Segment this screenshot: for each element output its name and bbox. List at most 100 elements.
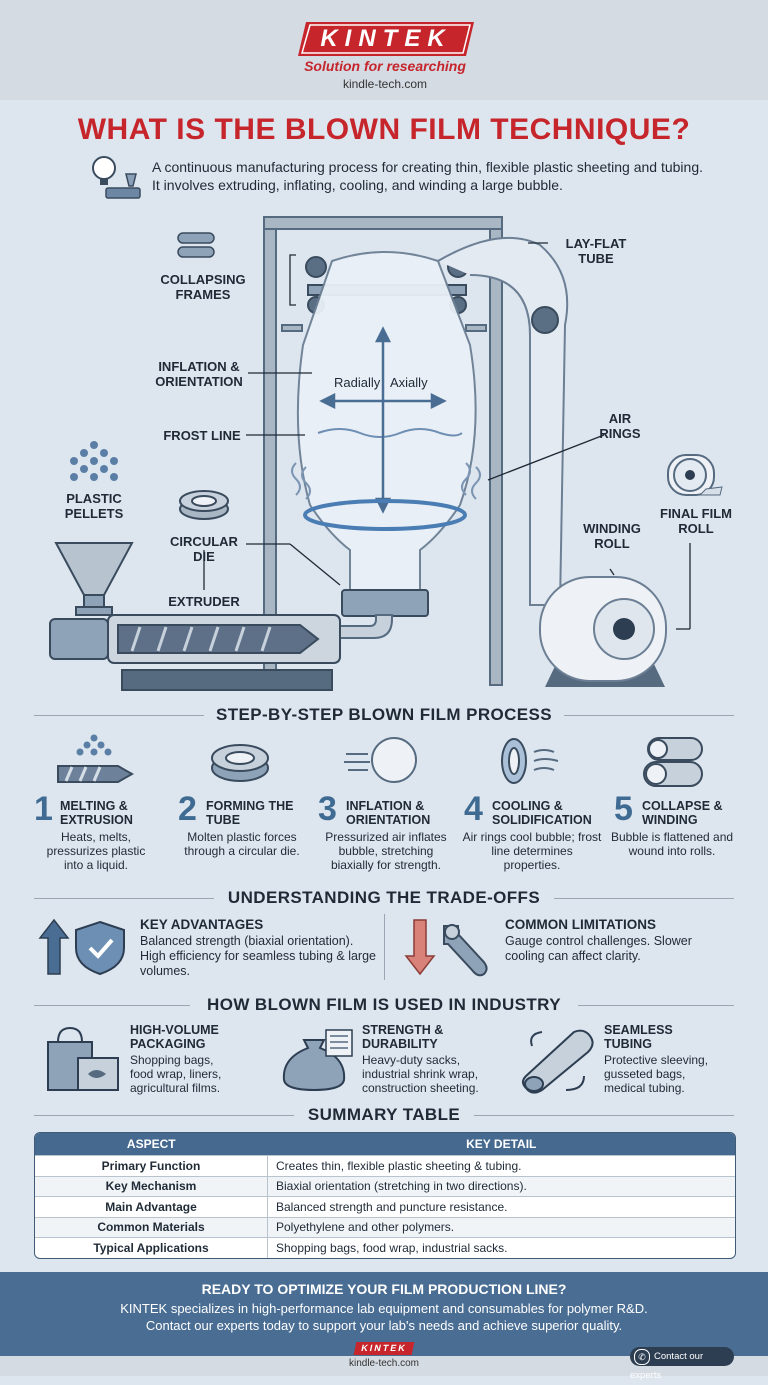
label-plastic-pellets: PLASTIC PELLETS (64, 491, 124, 521)
contact-experts-button[interactable]: ✆Contact our experts (630, 1347, 734, 1381)
table-cell-detail: Shopping bags, food wrap, industrial sac… (267, 1237, 735, 1258)
footer (0, 1356, 768, 1376)
label-axially: Axially (390, 375, 428, 390)
footer-url[interactable]: kindle-tech.com (348, 1358, 420, 1369)
tower-frame (263, 216, 503, 686)
step-1-desc: Heats, melts, pressurizes plastic into a… (46, 830, 146, 872)
logo-badge-shape (298, 22, 474, 56)
table-cell-aspect: Common Materials (35, 1216, 268, 1238)
rolls-icon (643, 737, 703, 787)
die-ring-icon (211, 744, 269, 782)
table-row: Typical Applications Shopping bags, food… (35, 1237, 735, 1258)
cta-banner: READY TO OPTIMIZE YOUR FILM PRODUCTION L… (0, 1272, 768, 1356)
table-cell-aspect: Primary Function (35, 1155, 268, 1176)
footer-logo-text: KINTEK (360, 1343, 408, 1353)
air-ring (303, 499, 467, 531)
table-row: Main Advantage Balanced strength and pun… (35, 1196, 735, 1217)
site-url[interactable]: kindle-tech.com (342, 77, 428, 91)
footer-logo[interactable]: KINTEK (353, 1342, 415, 1355)
label-radially: Radially (334, 375, 381, 390)
divider (554, 898, 734, 899)
use-2-title: STRENGTH & DURABILITY (362, 1023, 444, 1051)
tradeoffs-heading: UNDERSTANDING THE TRADE-OFFS (227, 888, 541, 907)
label-lay-flat-tube: LAY-FLAT TUBE (565, 236, 627, 266)
arrow-down-wrench-icon (404, 919, 488, 977)
table-cell-detail: Balanced strength and puncture resistanc… (267, 1196, 735, 1217)
cta-line-1: KINTEK specializes in high-performance l… (120, 1301, 648, 1316)
use-2-text: Heavy-duty sacks, industrial shrink wrap… (362, 1053, 479, 1095)
step-3-number: 3 (318, 790, 337, 828)
intro-text: A continuous manufacturing process for c… (152, 159, 703, 193)
step-1-number: 1 (34, 790, 53, 828)
uses-heading: HOW BLOWN FILM IS USED IN INDUSTRY (207, 995, 561, 1014)
sack-icon (282, 1029, 353, 1092)
page-title: WHAT IS THE BLOWN FILM TECHNIQUE? (77, 113, 691, 146)
table-header-aspect: ASPECT (35, 1133, 268, 1156)
divider (34, 898, 214, 899)
label-air-rings: AIR RINGS (599, 411, 641, 441)
advantages-text: Balanced strength (biaxial orientation).… (140, 934, 376, 978)
limitations-title: COMMON LIMITATIONS (505, 917, 656, 932)
summary-heading: SUMMARY TABLE (307, 1105, 461, 1124)
logo-text: KINTEK (320, 25, 452, 52)
step-4-title: COOLING & SOLIDIFICATION (492, 799, 592, 827)
divider (564, 715, 734, 716)
step-4-desc: Air rings cool bubble; frost line determ… (462, 830, 602, 872)
die-ring (179, 490, 229, 520)
use-1-title: HIGH-VOLUME PACKAGING (130, 1023, 219, 1051)
step-2-number: 2 (178, 790, 197, 828)
step-5-title: COLLAPSE & WINDING (642, 799, 723, 827)
tagline: Solution for researching (304, 58, 466, 74)
label-final-film-roll: FINAL FILM ROLL (660, 506, 732, 536)
table-cell-aspect: Key Mechanism (35, 1175, 268, 1197)
table-header-detail: KEY DETAIL (267, 1133, 735, 1156)
arrow-up-shield-icon (38, 918, 125, 976)
table-cell-detail: Biaxial orientation (stretching in two d… (267, 1175, 735, 1197)
divider (578, 1005, 734, 1006)
kintek-logo[interactable]: KINTEK (298, 22, 474, 56)
use-1-text: Shopping bags, food wrap, liners, agricu… (130, 1053, 222, 1095)
blown-film-diagram (49, 216, 723, 691)
rollers-icon (177, 232, 215, 258)
final-film-roll (667, 454, 723, 496)
use-3-title: SEAMLESS TUBING (604, 1023, 673, 1051)
cta-line-2: Contact our experts today to support you… (145, 1318, 623, 1333)
label-collapsing-frames: COLLAPSING FRAMES (160, 272, 246, 302)
table-cell-detail: Creates thin, flexible plastic sheeting … (267, 1155, 735, 1176)
step-2-title: FORMING THE TUBE (206, 799, 294, 827)
step-2-desc: Molten plastic forces through a circular… (184, 830, 300, 858)
step-3-title: INFLATION & ORIENTATION (346, 799, 431, 827)
table-cell-detail: Polyethylene and other polymers. (267, 1216, 735, 1238)
cta-title: READY TO OPTIMIZE YOUR FILM PRODUCTION L… (201, 1281, 567, 1297)
air-ring-icon (501, 738, 559, 784)
table-row: Key Mechanism Biaxial orientation (stret… (35, 1175, 735, 1197)
screw-pellets-icon (57, 734, 135, 783)
table-row: Primary Function Creates thin, flexible … (35, 1155, 735, 1176)
steps-heading: STEP-BY-STEP BLOWN FILM PROCESS (215, 705, 553, 724)
advantages-title: KEY ADVANTAGES (140, 917, 264, 932)
divider (34, 1115, 294, 1116)
step-5-number: 5 (614, 790, 633, 828)
label-circular-die: CIRCULAR DIE (170, 534, 238, 564)
summary-table: ASPECT KEY DETAIL Primary Function Creat… (34, 1132, 736, 1259)
step-1-title: MELTING & EXTRUSION (60, 799, 133, 827)
label-frost-line: FROST LINE (163, 428, 241, 443)
label-extruder: EXTRUDER (168, 594, 240, 609)
limitations-text: Gauge control challenges. Slower cooling… (505, 934, 692, 963)
step-5-desc: Bubble is flattened and wound into rolls… (610, 830, 734, 858)
step-4-number: 4 (464, 790, 483, 828)
table-row: Common Materials Polyethylene and other … (35, 1216, 735, 1238)
divider (34, 1005, 190, 1006)
film-bubble (296, 251, 477, 591)
tubing-icon (522, 1029, 594, 1094)
plastic-pellets (70, 441, 118, 481)
label-winding-roll: WINDING ROLL (583, 521, 641, 551)
label-inflation: INFLATION & ORIENTATION (155, 359, 243, 389)
extruder-machine (49, 542, 341, 691)
circular-die (341, 589, 429, 617)
lightbulb-machine-icon (92, 156, 141, 199)
table-cell-aspect: Main Advantage (35, 1196, 268, 1217)
step-3-desc: Pressurized air inflates bubble, stretch… (325, 830, 447, 872)
divider (474, 1115, 734, 1116)
bubble-icon (344, 737, 417, 783)
